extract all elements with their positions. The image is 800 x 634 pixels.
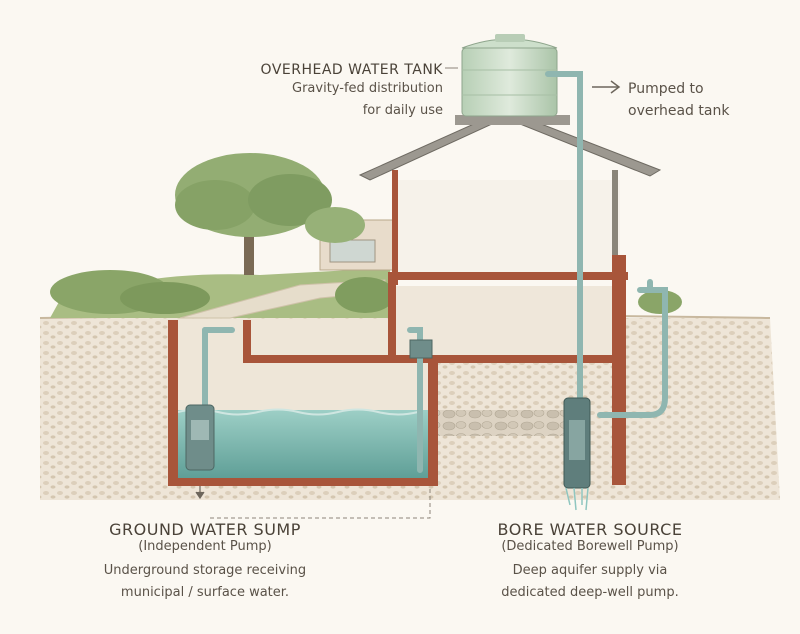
sump-leader-line [210,488,431,519]
overhead-tank-desc-line1: Gravity-fed distribution [292,81,443,96]
pumped-line2: overhead tank [628,103,730,119]
drain-arrow [195,486,205,500]
overhead-tank-label: OVERHEAD WATER TANK Gravity-fed distribu… [210,62,443,122]
bore-title: BORE WATER SOURCE [497,520,683,539]
pumped-label: Pumped to overhead tank [628,78,729,122]
bore-subtitle: (Dedicated Borewell Pump) [501,539,679,554]
tree [175,153,365,275]
pipes [202,71,668,473]
sump-title: GROUND WATER SUMP [109,520,301,539]
borewell-pump [563,397,591,511]
bore-desc-line2: dedicated deep-well pump. [501,585,679,600]
pumped-line1: Pumped to [628,81,704,97]
pumped-arrow [592,80,621,94]
overhead-tank-title: OVERHEAD WATER TANK [260,62,443,78]
sump-subtitle: (Independent Pump) [138,539,272,554]
sump-desc-line1: Underground storage receiving [103,563,307,578]
sump-label: GROUND WATER SUMP (Independent Pump) Und… [40,520,370,604]
bore-desc-line1: Deep aquifer supply via [512,563,668,578]
sump-desc-line2: municipal / surface water. [120,585,290,600]
sump-pump [185,339,433,471]
bore-label: BORE WATER SOURCE (Dedicated Borewell Pu… [425,520,755,604]
overhead-tank-desc-line2: for daily use [362,103,443,118]
bushes [50,270,682,314]
overhead-water-tank [455,34,570,125]
stone-layer [438,410,588,436]
